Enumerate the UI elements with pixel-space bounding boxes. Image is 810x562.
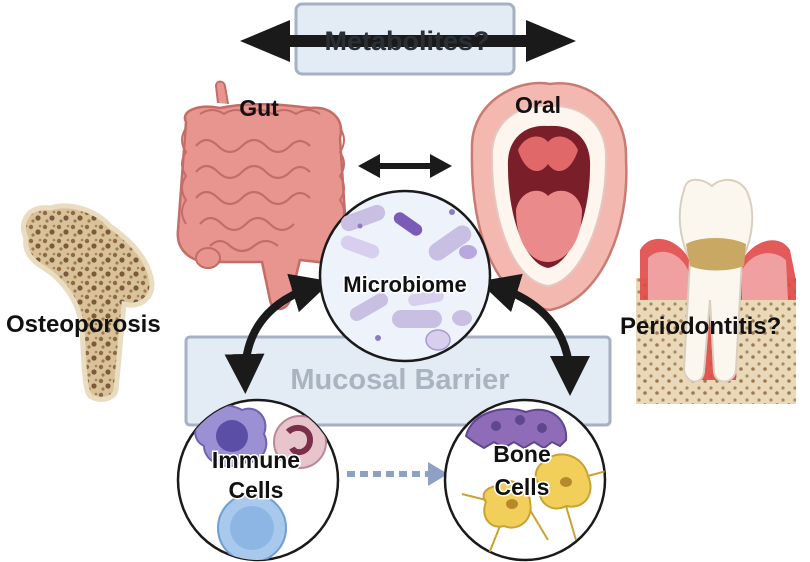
immune-cell-icon	[194, 404, 327, 560]
immune-cells-circle: Immune Cells	[176, 398, 340, 562]
bone-cell-icon	[461, 408, 605, 557]
femur-bone-icon	[21, 203, 155, 402]
oral-label: Oral	[515, 92, 561, 118]
microbiome-label: Microbiome	[343, 272, 466, 297]
bacteria-icon	[340, 204, 477, 351]
metabolites-group: Metabolites?	[240, 2, 576, 76]
open-mouth-icon	[470, 81, 628, 312]
bone-label-line1: Bone	[493, 441, 551, 467]
bone-cells-circle: Bone Cells	[443, 398, 607, 562]
microbiome-bone-arrow	[478, 273, 590, 396]
metabolites-double-arrow	[240, 20, 576, 62]
periodontitis-label: Periodontitis?	[620, 313, 781, 340]
gut-label: Gut	[239, 95, 279, 121]
immune-bone-dashed-arrow	[347, 462, 448, 486]
osteoporosis-label: Osteoporosis	[6, 311, 161, 338]
gut-oral-arrow	[358, 154, 452, 178]
metabolites-label: Metabolites?	[324, 26, 489, 56]
immune-label-line2: Cells	[229, 477, 284, 503]
microbiome-circle: Microbiome	[318, 189, 492, 363]
bone-label-line2: Cells	[495, 474, 550, 500]
mucosal-barrier-label: Mucosal Barrier	[290, 364, 509, 396]
tooth-icon	[636, 178, 796, 404]
microbiome-immune-arrow	[224, 273, 332, 394]
immune-label-line1: Immune	[212, 447, 300, 473]
